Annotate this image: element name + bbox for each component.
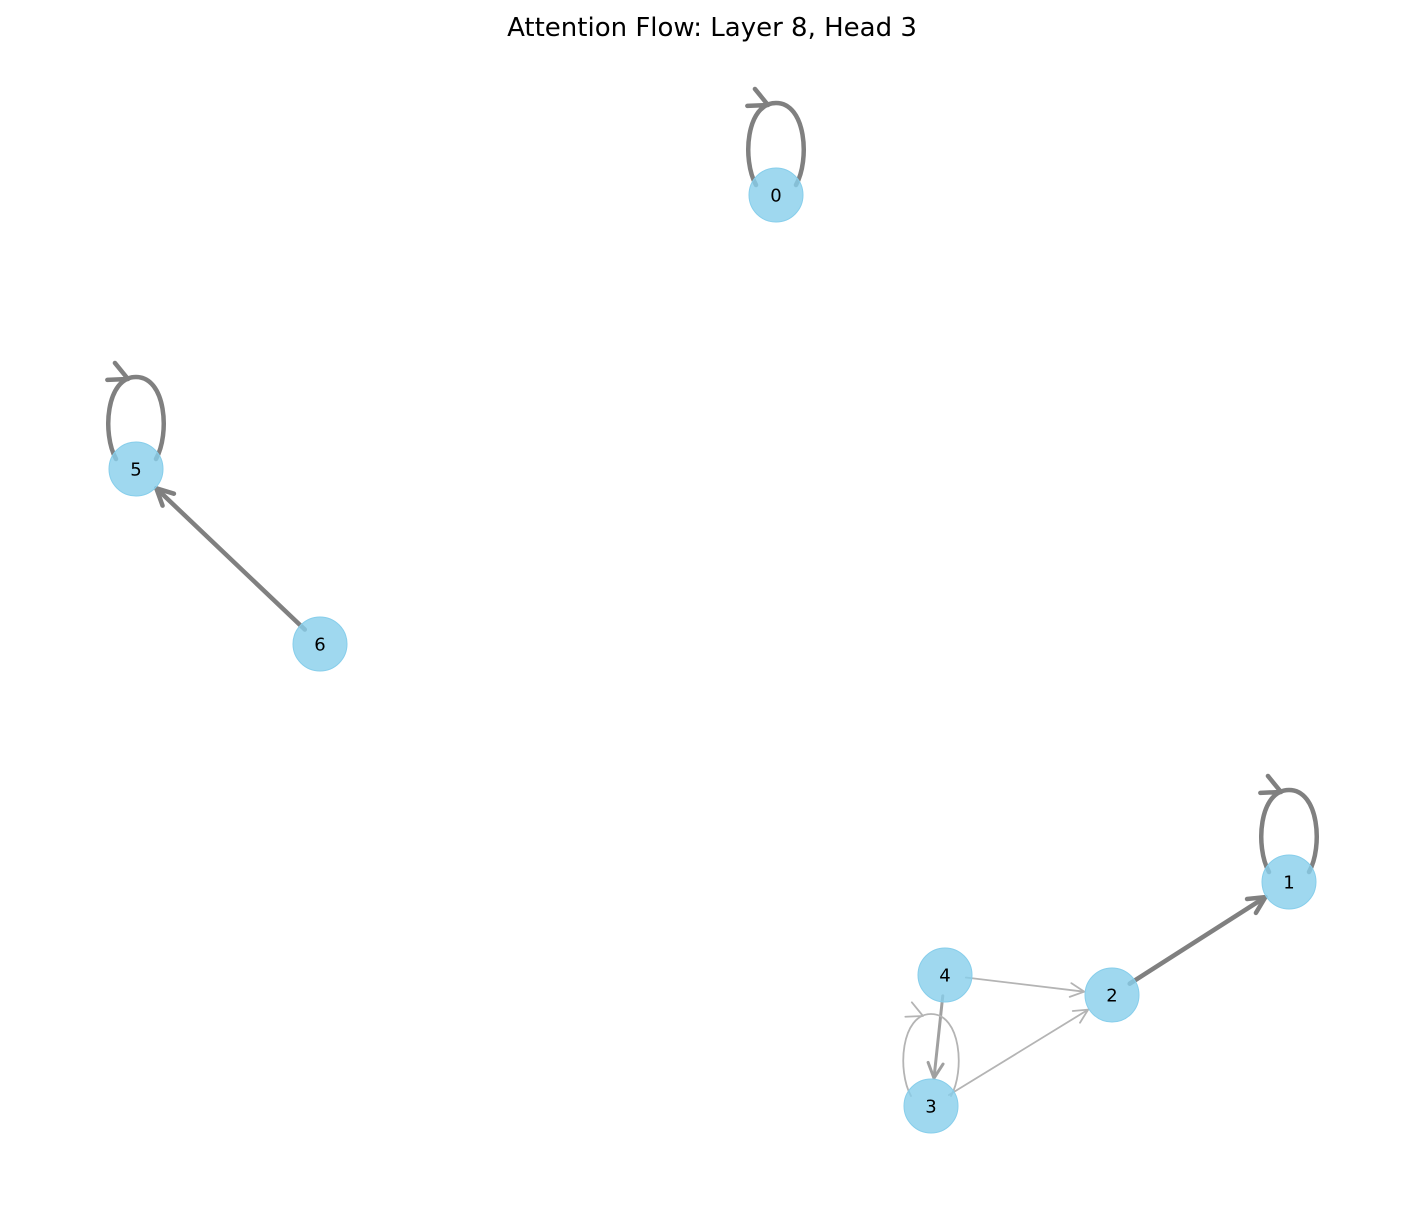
node-circle xyxy=(903,1078,959,1134)
node-label: 1 xyxy=(1283,873,1294,894)
edge-3-to-2 xyxy=(948,1008,1090,1096)
node-5: 5 xyxy=(108,441,164,497)
graph-title: Attention Flow: Layer 8, Head 3 xyxy=(507,13,917,43)
self-loop-line xyxy=(746,100,806,188)
edge-line xyxy=(154,486,308,632)
arrowhead xyxy=(926,1060,945,1080)
edge-line xyxy=(948,1008,1090,1096)
arrowhead xyxy=(745,86,771,109)
edge-line xyxy=(1127,894,1268,986)
node-circle xyxy=(917,947,973,1003)
self-loop-line xyxy=(902,1013,960,1097)
arrowhead xyxy=(1068,982,1086,998)
arrowhead xyxy=(1244,894,1268,916)
arrowhead xyxy=(154,486,177,508)
node-label: 0 xyxy=(770,186,781,207)
edge-1-to-1 xyxy=(1258,773,1319,875)
self-loop-line xyxy=(1259,787,1319,875)
node-circle xyxy=(748,167,804,223)
node-6: 6 xyxy=(292,616,348,672)
nodes-layer: 0 1 2 3 4 5 6 xyxy=(108,167,1317,1134)
arrowhead xyxy=(1071,1008,1090,1024)
arrowhead xyxy=(1258,773,1284,796)
node-2: 2 xyxy=(1084,967,1140,1023)
edge-4-to-2 xyxy=(964,976,1086,998)
node-label: 4 xyxy=(939,966,950,987)
edge-4-to-3 xyxy=(926,994,945,1080)
self-loop-line xyxy=(106,374,166,462)
node-0: 0 xyxy=(748,167,804,223)
node-label: 6 xyxy=(314,635,325,656)
node-circle xyxy=(1084,967,1140,1023)
edges-layer xyxy=(105,86,1319,1097)
node-label: 5 xyxy=(130,460,141,481)
node-label: 3 xyxy=(925,1097,936,1118)
edge-5-to-5 xyxy=(105,360,166,462)
node-label: 2 xyxy=(1106,986,1117,1007)
edge-2-to-1 xyxy=(1127,894,1268,986)
node-circle xyxy=(1261,854,1317,910)
node-circle xyxy=(292,616,348,672)
node-3: 3 xyxy=(903,1078,959,1134)
edge-0-to-0 xyxy=(745,86,806,188)
node-1: 1 xyxy=(1261,854,1317,910)
edge-line xyxy=(932,994,945,1080)
edge-3-to-3 xyxy=(902,1001,960,1097)
arrowhead xyxy=(105,360,131,383)
node-4: 4 xyxy=(917,947,973,1003)
node-circle xyxy=(108,441,164,497)
edge-6-to-5 xyxy=(154,486,308,632)
edge-line xyxy=(964,976,1086,993)
arrowhead xyxy=(904,1001,924,1018)
